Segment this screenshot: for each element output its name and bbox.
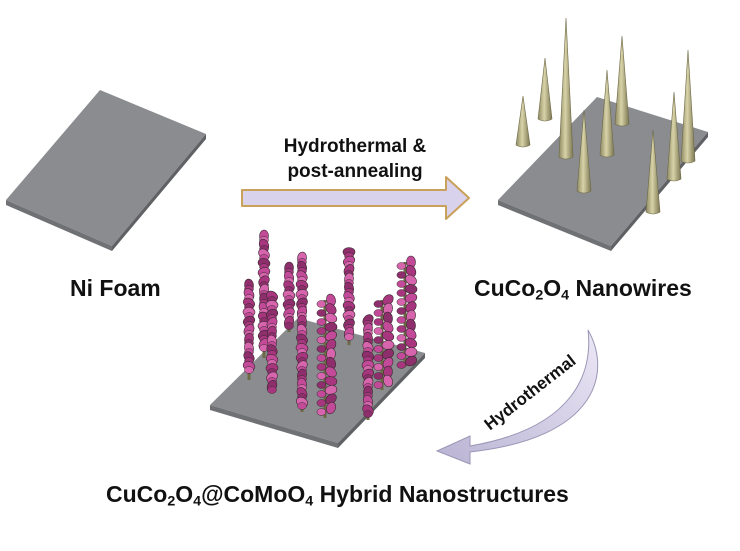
como-petal [316, 345, 327, 353]
hybrid-label: CuCo2O4@CoMoO4 Hybrid Nanostructures [106, 481, 569, 510]
step1-line2: post-annealing [287, 161, 423, 182]
como-petal [373, 300, 384, 308]
como-petal [396, 352, 407, 360]
como-petal [316, 408, 327, 416]
como-petal [316, 363, 327, 371]
como-petal [244, 366, 254, 374]
como-petal [396, 262, 407, 270]
nanowire-cone [614, 35, 630, 127]
como-petal [344, 333, 354, 341]
como-petal [405, 328, 417, 340]
como-petal [373, 363, 384, 371]
nanowires-label: CuCo2O4 Nanowires [474, 275, 692, 304]
como-petal [363, 410, 373, 418]
como-petal [373, 336, 384, 344]
como-petal [316, 372, 327, 380]
como-petal [381, 340, 395, 350]
como-petal [404, 347, 418, 357]
como-petal [396, 325, 407, 333]
como-petal [267, 386, 277, 394]
como-petal [396, 334, 407, 342]
como-petal [325, 303, 337, 315]
como-petal [316, 300, 327, 308]
como-petal [316, 318, 327, 326]
como-petal [373, 381, 384, 389]
como-petal [373, 354, 384, 362]
como-petal [373, 372, 384, 380]
como-petal [373, 318, 384, 326]
como-petal [404, 337, 418, 349]
step1-line1: Hydrothermal & [283, 136, 427, 157]
como-petal [373, 345, 384, 353]
como-petal [382, 374, 394, 388]
hybrid-nanostructure-array [242, 229, 418, 420]
como-petal [316, 390, 327, 398]
como-petal [396, 343, 407, 351]
como-petal [405, 274, 417, 286]
hydrothermal-annealing-arrow [241, 176, 470, 220]
como-petal [396, 361, 407, 369]
nanowire-cone [599, 69, 615, 158]
como-petal [324, 312, 338, 324]
cucoo-nanowire-array [515, 17, 696, 215]
como-petal [316, 399, 327, 407]
nanowire-cone [576, 109, 592, 194]
nanowire-cone [645, 129, 661, 215]
como-petal [316, 381, 327, 389]
como-petal [382, 321, 394, 333]
como-petal [316, 309, 327, 317]
ni-foam-label: Ni Foam [70, 275, 161, 301]
step1-label: Hydrothermal & post-annealing [252, 134, 458, 184]
como-petal [373, 309, 384, 317]
como-petal [396, 280, 407, 288]
como-petal [396, 316, 407, 324]
como-petal [396, 298, 407, 306]
como-petal [396, 307, 407, 315]
como-petal [316, 354, 327, 362]
como-petal [381, 330, 395, 342]
como-petal [284, 322, 294, 330]
como-petal [396, 271, 407, 279]
como-petal [396, 289, 407, 297]
como-petal [325, 393, 337, 405]
hydrothermal-curved-arrow [435, 329, 599, 465]
como-petal [382, 294, 394, 306]
como-petal [316, 327, 327, 335]
como-petal [373, 327, 384, 335]
como-petal [297, 402, 307, 410]
como-petal [405, 301, 417, 313]
nanowire-cone [680, 49, 696, 164]
como-petal [316, 336, 327, 344]
nanowire-cone [537, 57, 553, 122]
como-petal [325, 401, 337, 415]
como-petal [325, 366, 337, 378]
nanowire-cone [558, 17, 574, 160]
nanowire-cone [666, 91, 682, 182]
nanowire-cone [515, 95, 531, 148]
ni-foam-substrate [6, 90, 206, 251]
